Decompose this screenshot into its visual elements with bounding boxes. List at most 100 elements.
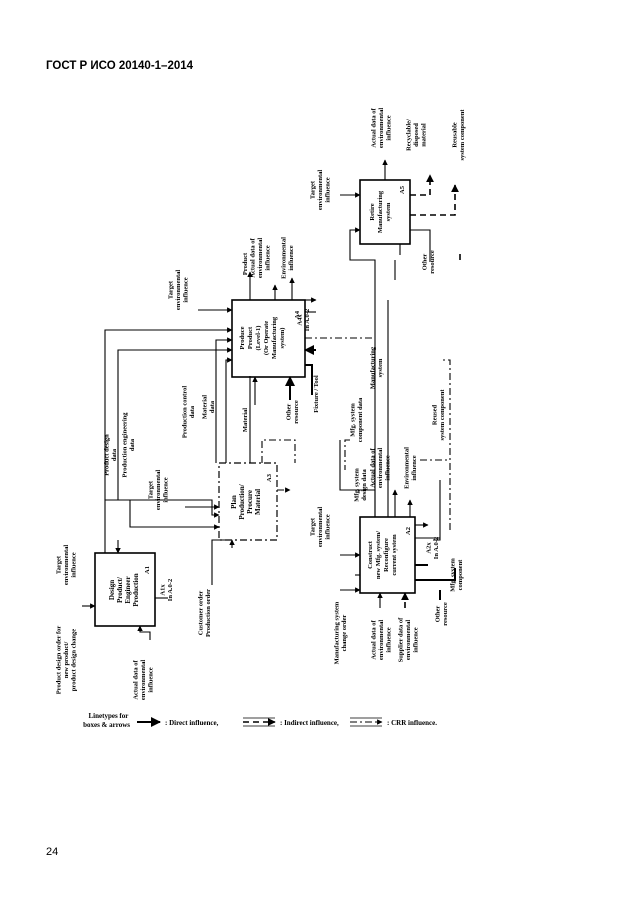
label-line: influence (411, 455, 418, 480)
label-line: In A.0-2 (167, 579, 174, 601)
label-line: data (129, 438, 136, 451)
legend: Linetypes for boxes & arrows : Direct in… (83, 712, 437, 729)
label-product-design-order: Product design order fornew product/prod… (56, 626, 78, 695)
label-line: product design change (71, 629, 78, 691)
label-fixture-tool: Fixture / Tool (313, 375, 320, 413)
label-line: environmental (175, 270, 182, 311)
label-line: Actual data of (133, 659, 140, 699)
label-target-env-a4: Targetenvironmentalinfluence (168, 270, 190, 311)
label-line: (Or Operate (263, 321, 270, 355)
label-line: environmental (378, 108, 385, 149)
label-actual-data-a4: Actual data ofenvironmentalinfluence (250, 237, 272, 278)
box-a1-id: A1 (144, 566, 151, 574)
label-line: disposed (413, 123, 420, 147)
label-line: Production control (181, 386, 188, 438)
label-line: Actual data of (371, 619, 378, 659)
label-line: Reconfigure (383, 538, 390, 572)
label-supplier-data: Supplier data ofenvironmentalinfluence (398, 617, 420, 663)
label-line: data (111, 448, 118, 461)
label-line: Manufacturing (271, 316, 278, 359)
label-actual-data-a2: Actual data ofenvironmentalinfluence (370, 447, 392, 488)
box-a4-label: ProduceProduct(Level-1)(Or OperateManufa… (239, 316, 286, 359)
box-a5-id: A5 (399, 185, 406, 194)
label-line: Actual data of (250, 237, 257, 277)
box-a3-id: A3 (266, 473, 273, 482)
label-line: Other (421, 254, 428, 271)
label-reusable: Reusablesystem component (451, 109, 466, 161)
label-line: current system (391, 534, 398, 576)
label-line: (Level-1) (255, 326, 262, 351)
label-line: new Mfg. system/ (375, 531, 382, 579)
label-line: influence (148, 667, 155, 692)
label-line: resource (293, 400, 300, 424)
label-line: change order (341, 615, 348, 652)
label-line: Procure (246, 490, 254, 514)
label-line: environmental (257, 238, 264, 279)
label-line: Target (168, 280, 175, 299)
label-line: Engineer (124, 576, 132, 603)
box-a2-label: Constructnew Mfg. system/Reconfigurecurr… (367, 531, 398, 579)
label-mfg-change-order: Manufacturing systemchange order (333, 601, 348, 664)
label-line: Mfg. system (449, 558, 456, 592)
label-env-influence-a4: Environmentalinfluence (280, 237, 295, 279)
label-line: Recyclable/ (406, 119, 413, 151)
label-line: Mfg. system (353, 468, 360, 502)
label-line: Target (310, 180, 317, 199)
label-line: In A.0-2 (433, 537, 440, 559)
box-a3: PlanProduction/ProcureMaterial A3 (218, 462, 278, 541)
label-line: Target (56, 555, 63, 574)
label-material-data: Materialdata (201, 395, 216, 419)
label-manufacturing-system: Manufacturingsystem (369, 346, 384, 389)
label-line: Customer order (197, 591, 204, 636)
label-line: influence (413, 627, 420, 652)
label-line: Product design (103, 434, 110, 476)
label-a2x: A2xIn A.0-2 (425, 537, 440, 559)
label-env-influence-a2: Environmentalinfluence (403, 447, 418, 489)
label-line: Construct (367, 540, 374, 569)
label-line: In A.0-2 (304, 309, 311, 331)
label-line: Environmental (403, 447, 410, 489)
label-line: Design (108, 580, 116, 600)
page-number: 24 (46, 846, 59, 858)
label-mfg-design-data: Mfg. systemdesign data (353, 468, 368, 502)
label-line: data (189, 405, 196, 418)
label-line: Plan (230, 495, 238, 509)
label-actual-data-a5: Actual data ofenvironmentalinfluence (371, 107, 393, 148)
label-recyclable: Recyclable/disposedmaterial (406, 119, 428, 151)
label-line: Production (132, 573, 140, 606)
label-actual-data-lower: Actual data ofenvironmentalinfluence (371, 619, 393, 660)
label-line: Manufacturing (369, 346, 376, 389)
label-line: Produce (239, 326, 246, 349)
box-a1-label: DesignProduct/EngineerProduction (108, 573, 140, 606)
label-line: Production order (205, 589, 212, 637)
page-header: ГОСТ Р ИСО 20140-1–2014 (46, 60, 194, 72)
label-line: environmental (317, 170, 324, 211)
diagram-labels: Product design order fornew product/prod… (56, 107, 466, 700)
label-line: environmental (317, 507, 324, 548)
label-line: influence (385, 455, 392, 480)
label-line: Material (254, 489, 262, 515)
label-line: environmental (155, 470, 162, 511)
label-reused-component: Reusedsystem component (431, 389, 446, 441)
label-other-resource-a2: Otherresource (434, 602, 449, 626)
box-a2: Constructnew Mfg. system/Reconfigurecurr… (359, 516, 416, 594)
label-line: Environmental (280, 237, 287, 279)
label-line: system (385, 202, 392, 221)
label-line: influence (386, 627, 393, 652)
label-line: Supplier data of (398, 617, 405, 663)
label-line: Other (285, 404, 292, 421)
label-line: Product (247, 326, 254, 349)
label-production-eng-data: Production engineeringdata (121, 412, 136, 478)
connector-lines (82, 159, 461, 640)
box-a4: ProduceProduct(Level-1)(Or OperateManufa… (231, 299, 306, 378)
box-a1: DesignProduct/EngineerProduction A1 (94, 552, 156, 627)
label-line: component data (357, 397, 364, 442)
label-mfg-component-data: Mfg. systemcomponent data (349, 397, 364, 442)
label-line: Target (310, 517, 317, 536)
label-line: Fixture / Tool (313, 375, 320, 413)
label-target-env-a3: Targetenvironmentalinfluence (148, 470, 170, 511)
label-line: Target (148, 480, 155, 499)
label-line: influence (71, 552, 78, 577)
label-line: Manufacturing system (333, 601, 340, 664)
